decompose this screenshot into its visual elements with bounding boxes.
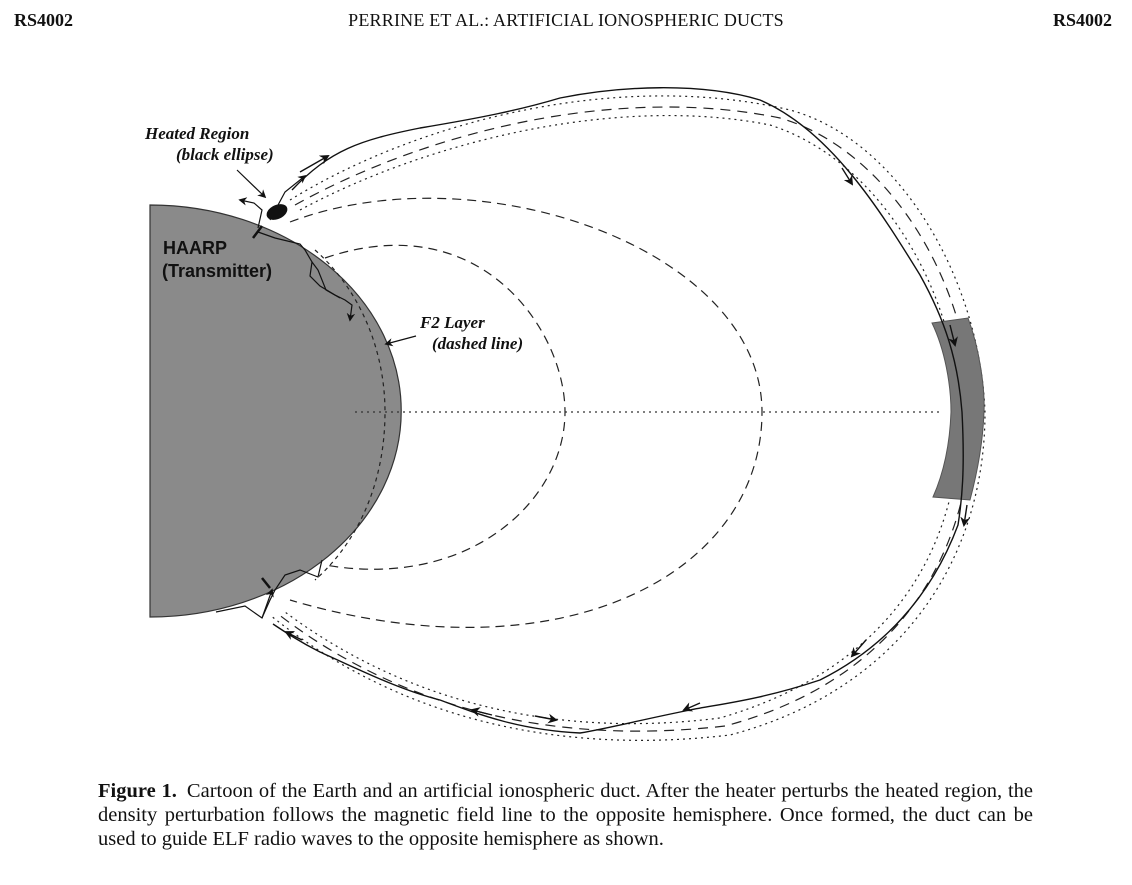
running-header: RS4002 PERRINE ET AL.: ARTIFICIAL IONOSP… xyxy=(0,8,1132,38)
heated-region-pointer xyxy=(236,169,267,199)
zigzag-upper xyxy=(238,197,263,229)
arrow-upper-1 xyxy=(299,155,330,173)
article-id-right: RS4002 xyxy=(1052,10,1112,30)
figure-caption-label: Figure 1. xyxy=(98,780,177,802)
figure-caption-text: Cartoon of the Earth and an artificial i… xyxy=(98,780,1033,850)
zigzag-lower-arrow xyxy=(261,588,274,619)
arrow-lower-5 xyxy=(284,631,303,641)
running-title: PERRINE ET AL.: ARTIFICIAL IONOSPHERIC D… xyxy=(348,10,784,30)
heated-region-label-2: (black ellipse) xyxy=(176,145,274,164)
ducted-region xyxy=(931,317,985,501)
f2-layer-label-1: F2 Layer xyxy=(419,313,485,332)
f2-layer-label-2: (dashed line) xyxy=(432,334,523,353)
arrow-upper-2 xyxy=(841,167,854,186)
arrow-right-1 xyxy=(948,324,958,347)
zigzag-upper-right xyxy=(257,231,356,322)
article-id-left: RS4002 xyxy=(14,10,74,30)
heated-region-label-1: Heated Region xyxy=(144,124,249,143)
transmitter-label-1: HAARP xyxy=(163,238,227,258)
f2-layer-ring xyxy=(314,249,386,581)
transmitter-tick-south xyxy=(261,577,271,589)
zigzag-lower xyxy=(215,559,323,619)
transmitter-label-2: (Transmitter) xyxy=(162,261,272,281)
f2-field-line-middle xyxy=(289,197,763,628)
arrow-lower-4 xyxy=(470,707,493,717)
arrow-lower-1 xyxy=(850,639,867,658)
figure-1: Heated Region (black ellipse) HAARP (Tra… xyxy=(0,40,1132,760)
duct-diagram: Heated Region (black ellipse) HAARP (Tra… xyxy=(144,87,986,741)
figure-caption: Figure 1.Cartoon of the Earth and an art… xyxy=(98,779,1033,851)
transmitter-tick-north xyxy=(252,225,263,239)
f2-layer-pointer xyxy=(384,335,417,347)
arrow-lower-3 xyxy=(534,713,558,724)
earth-half-disc xyxy=(149,204,402,618)
f2-field-line-inner xyxy=(324,244,566,570)
zigzag-upper-branch xyxy=(311,261,341,299)
heated-region-ellipse xyxy=(266,204,288,220)
arrow-lower-2 xyxy=(682,702,701,712)
arrow-right-2 xyxy=(960,504,971,527)
duct-boundary-outer xyxy=(269,95,986,741)
